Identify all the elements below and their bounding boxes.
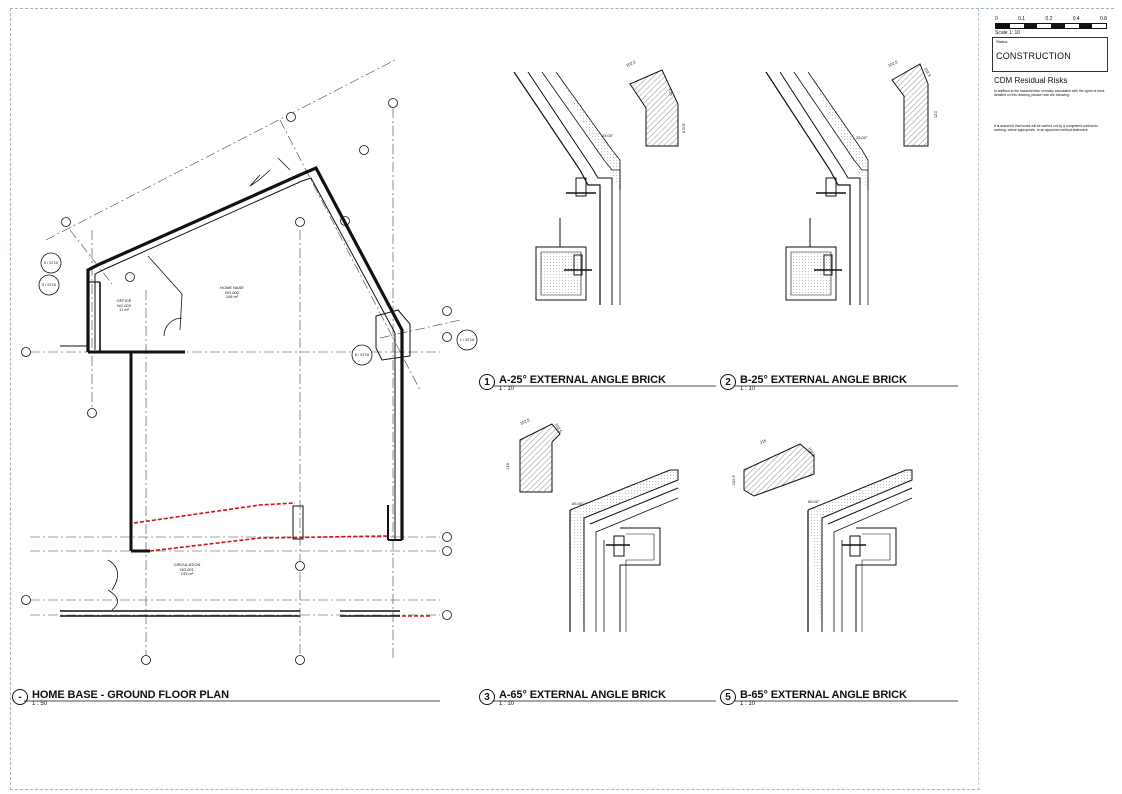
view-title-text: B-25° EXTERNAL ANGLE BRICK — [740, 374, 907, 386]
detail-1-drawing — [513, 69, 679, 305]
dimension-label: 215 — [505, 462, 511, 470]
view-title-detail-1: 1 A-25° EXTERNAL ANGLE BRICK 1 : 10 — [479, 374, 666, 392]
plan-red-dashed-lines — [133, 502, 430, 617]
sheet-border-left — [10, 8, 11, 790]
cdm-note-2: It is assumed that works will be carried… — [994, 124, 1098, 132]
dimension-label: 65.00° — [808, 499, 820, 504]
view-scale-text: 1 : 10 — [740, 386, 756, 392]
view-scale-text: 1 : 10 — [499, 701, 515, 707]
room-code: NG.002 — [225, 289, 239, 295]
room-name: CIRCULATION — [173, 562, 201, 567]
status-box: Status CONSTRUCTION — [992, 37, 1108, 72]
scale-tick: 0.1 — [1018, 16, 1026, 22]
dimension-label: 102.5 — [730, 475, 736, 486]
plan-doors — [107, 157, 291, 611]
callout-label: 6 / 5710 — [354, 352, 370, 357]
view-scale-text: 1 : 50 — [32, 701, 48, 707]
view-title-text: A-25° EXTERNAL ANGLE BRICK — [499, 374, 666, 386]
callout-label: 3 / 5710 — [41, 282, 57, 287]
detail-5-drawing — [743, 443, 913, 632]
view-number: - — [12, 689, 28, 705]
view-title-detail-2: 2 B-25° EXTERNAL ANGLE BRICK 1 : 10 — [720, 374, 907, 392]
dimension-label: 25.00° — [856, 135, 868, 140]
scale-tick: 0.4 — [1072, 16, 1080, 22]
dimension-label: 215 — [933, 110, 939, 118]
status-value: CONSTRUCTION — [996, 51, 1071, 61]
room-label-circulation: CIRCULATION NG.001 133 m² — [164, 562, 210, 577]
view-number: 2 — [720, 374, 736, 390]
detail-3-drawing — [519, 423, 679, 632]
view-scale-text: 1 : 10 — [740, 701, 756, 707]
view-title-text: HOME BASE - GROUND FLOOR PLAN — [32, 689, 229, 701]
detail-2-drawing — [765, 63, 929, 305]
room-area: 133 m² — [180, 571, 194, 576]
view-number: 3 — [479, 689, 495, 705]
callout-label: 5 / 5710 — [43, 260, 59, 265]
scale-bar-ticks: 0 0.1 0.2 0.4 0.8 — [995, 16, 1107, 22]
dimension-label: 25.00° — [602, 133, 614, 138]
room-name: HOME BASE — [220, 285, 244, 290]
scale-bar: 0 0.1 0.2 0.4 0.8 Scale 1: 10 — [995, 16, 1107, 36]
callout-label: 1 / 5710 — [459, 337, 475, 342]
plan-walls — [60, 165, 411, 617]
scale-tick: 0.2 — [1045, 16, 1053, 22]
cdm-note-1: In addition to the hazards/risks normall… — [994, 89, 1105, 97]
room-label-home-base: HOME BASE NG.002 108 m² — [210, 285, 254, 300]
plan-section-callouts — [38, 252, 478, 366]
view-title-main-plan: - HOME BASE - GROUND FLOOR PLAN 1 : 50 — [12, 689, 229, 707]
status-caption: Status — [996, 39, 1008, 44]
scale-tick: 0 — [995, 16, 998, 22]
view-scale-text: 1 : 10 — [499, 386, 515, 392]
view-title-text: B-65° EXTERNAL ANGLE BRICK — [740, 689, 907, 701]
view-title-text: A-65° EXTERNAL ANGLE BRICK — [499, 689, 666, 701]
room-code: NG.001 — [180, 566, 194, 572]
room-label-office: OFFICE NG.003 11 m² — [104, 298, 144, 313]
scale-label: Scale 1: 10 — [995, 30, 1021, 36]
view-number: 1 — [479, 374, 495, 390]
sheet-border-right — [978, 8, 979, 790]
view-title-underlines — [24, 385, 958, 702]
sheet-border-top — [10, 8, 1114, 9]
room-code: NG.003 — [117, 302, 131, 308]
view-number: 5 — [720, 689, 736, 705]
dimension-label: 102.5 — [681, 123, 687, 134]
dimension-label: 65.00° — [572, 501, 584, 506]
sheet-border-bottom — [10, 789, 980, 790]
room-name: OFFICE — [116, 298, 132, 303]
dimension-label: 215 — [668, 88, 674, 96]
scale-tick: 0.8 — [1100, 16, 1107, 22]
cdm-title: CDM Residual Risks — [994, 76, 1068, 85]
room-area: 108 m² — [225, 294, 239, 299]
room-area: 11 m² — [119, 307, 129, 312]
view-title-detail-3: 3 A-65° EXTERNAL ANGLE BRICK 1 : 10 — [479, 689, 666, 707]
scale-bar-graphic — [995, 23, 1107, 29]
plan-grid-bubbles — [21, 98, 452, 665]
view-title-detail-5: 5 B-65° EXTERNAL ANGLE BRICK 1 : 10 — [720, 689, 907, 707]
